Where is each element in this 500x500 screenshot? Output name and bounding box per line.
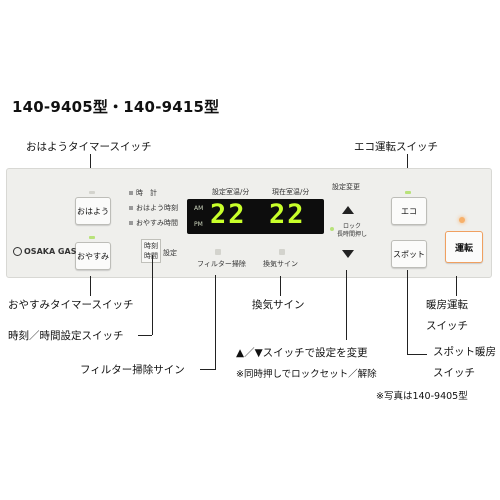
leader-vent (280, 276, 281, 296)
run-led (459, 217, 465, 223)
lock-label: ロック 長時間押し (337, 223, 368, 238)
leader-clock (152, 255, 153, 335)
control-panel: おはよう おやすみ OSAKA GAS 時 計 おはよう時刻 おやすみ時間 時刻… (6, 168, 492, 278)
oyasumi-time-indicator (129, 221, 133, 225)
set-temp-value: 22 (210, 199, 247, 230)
callout-arrow-switch: ▲／▼スイッチで設定を変更 ※同時押しでロックセット／解除 (236, 347, 377, 380)
lock-led (330, 227, 334, 231)
oyasumi-led (89, 236, 95, 239)
run-button[interactable]: 運転 (445, 231, 483, 263)
leader-good-morning (90, 154, 91, 170)
leader-good-night (90, 276, 91, 296)
vent-sign-light (279, 249, 285, 255)
ohayou-led (89, 191, 95, 194)
clock-indicator (129, 191, 133, 195)
callout-heating-switch: 暖房運転 スイッチ (426, 299, 468, 332)
callout-eco-switch: エコ運転スイッチ (354, 141, 438, 153)
am-indicator: AM (194, 205, 204, 212)
set-temp-label: 設定室温/分 (212, 188, 250, 196)
filter-sign-label: フィルター掃除 (197, 260, 246, 268)
spot-button[interactable]: スポット (391, 240, 427, 268)
leader-spot (407, 270, 408, 354)
leader-run (456, 276, 457, 296)
room-temp-label: 現在室温/分 (272, 188, 310, 196)
lcd-display: AM PM 22 22 (187, 199, 324, 234)
down-arrow-icon[interactable] (342, 250, 354, 258)
callout-ventilation-sign: 換気サイン (252, 299, 305, 311)
room-temp-value: 22 (269, 199, 306, 230)
clock-set-label: 設定 (163, 249, 177, 257)
brand-logo: OSAKA GAS (13, 247, 76, 256)
oyasumi-button[interactable]: おやすみ (75, 242, 111, 270)
clock-set-button[interactable]: 時刻 時間 (141, 239, 161, 263)
callout-good-morning-timer: おはようタイマースイッチ (26, 141, 152, 153)
leader-spot-h (407, 354, 427, 355)
leader-clock-h (138, 335, 152, 336)
brand-name: OSAKA GAS (24, 247, 77, 256)
setting-change-label: 設定変更 (332, 183, 360, 191)
callout-good-night-timer: おやすみタイマースイッチ (8, 299, 134, 311)
clock-item-ohayou: おはよう時刻 (129, 203, 178, 213)
callout-spot-heating: スポット暖房 スイッチ (433, 346, 496, 379)
callout-clock-switch: 時刻／時間設定スイッチ (8, 330, 124, 342)
pm-indicator: PM (194, 221, 203, 228)
photo-note: ※写真は140-9405型 (376, 391, 468, 402)
leader-eco (407, 154, 408, 170)
ohayou-time-indicator (129, 206, 133, 210)
brand-mark-icon (13, 247, 22, 256)
leader-arrows (346, 270, 347, 340)
filter-sign-light (215, 249, 221, 255)
ohayou-button[interactable]: おはよう (75, 197, 111, 225)
up-arrow-icon[interactable] (342, 206, 354, 214)
leader-filter (215, 275, 216, 370)
callout-filter-sign: フィルター掃除サイン (80, 364, 185, 376)
vent-sign-label: 換気サイン (263, 260, 298, 268)
clock-item-clock: 時 計 (129, 188, 157, 198)
eco-led (405, 191, 411, 194)
clock-item-oyasumi: おやすみ時間 (129, 218, 178, 228)
eco-button[interactable]: エコ (391, 197, 427, 225)
model-title: 140-9405型・140-9415型 (12, 98, 220, 116)
leader-filter-h (200, 369, 215, 370)
